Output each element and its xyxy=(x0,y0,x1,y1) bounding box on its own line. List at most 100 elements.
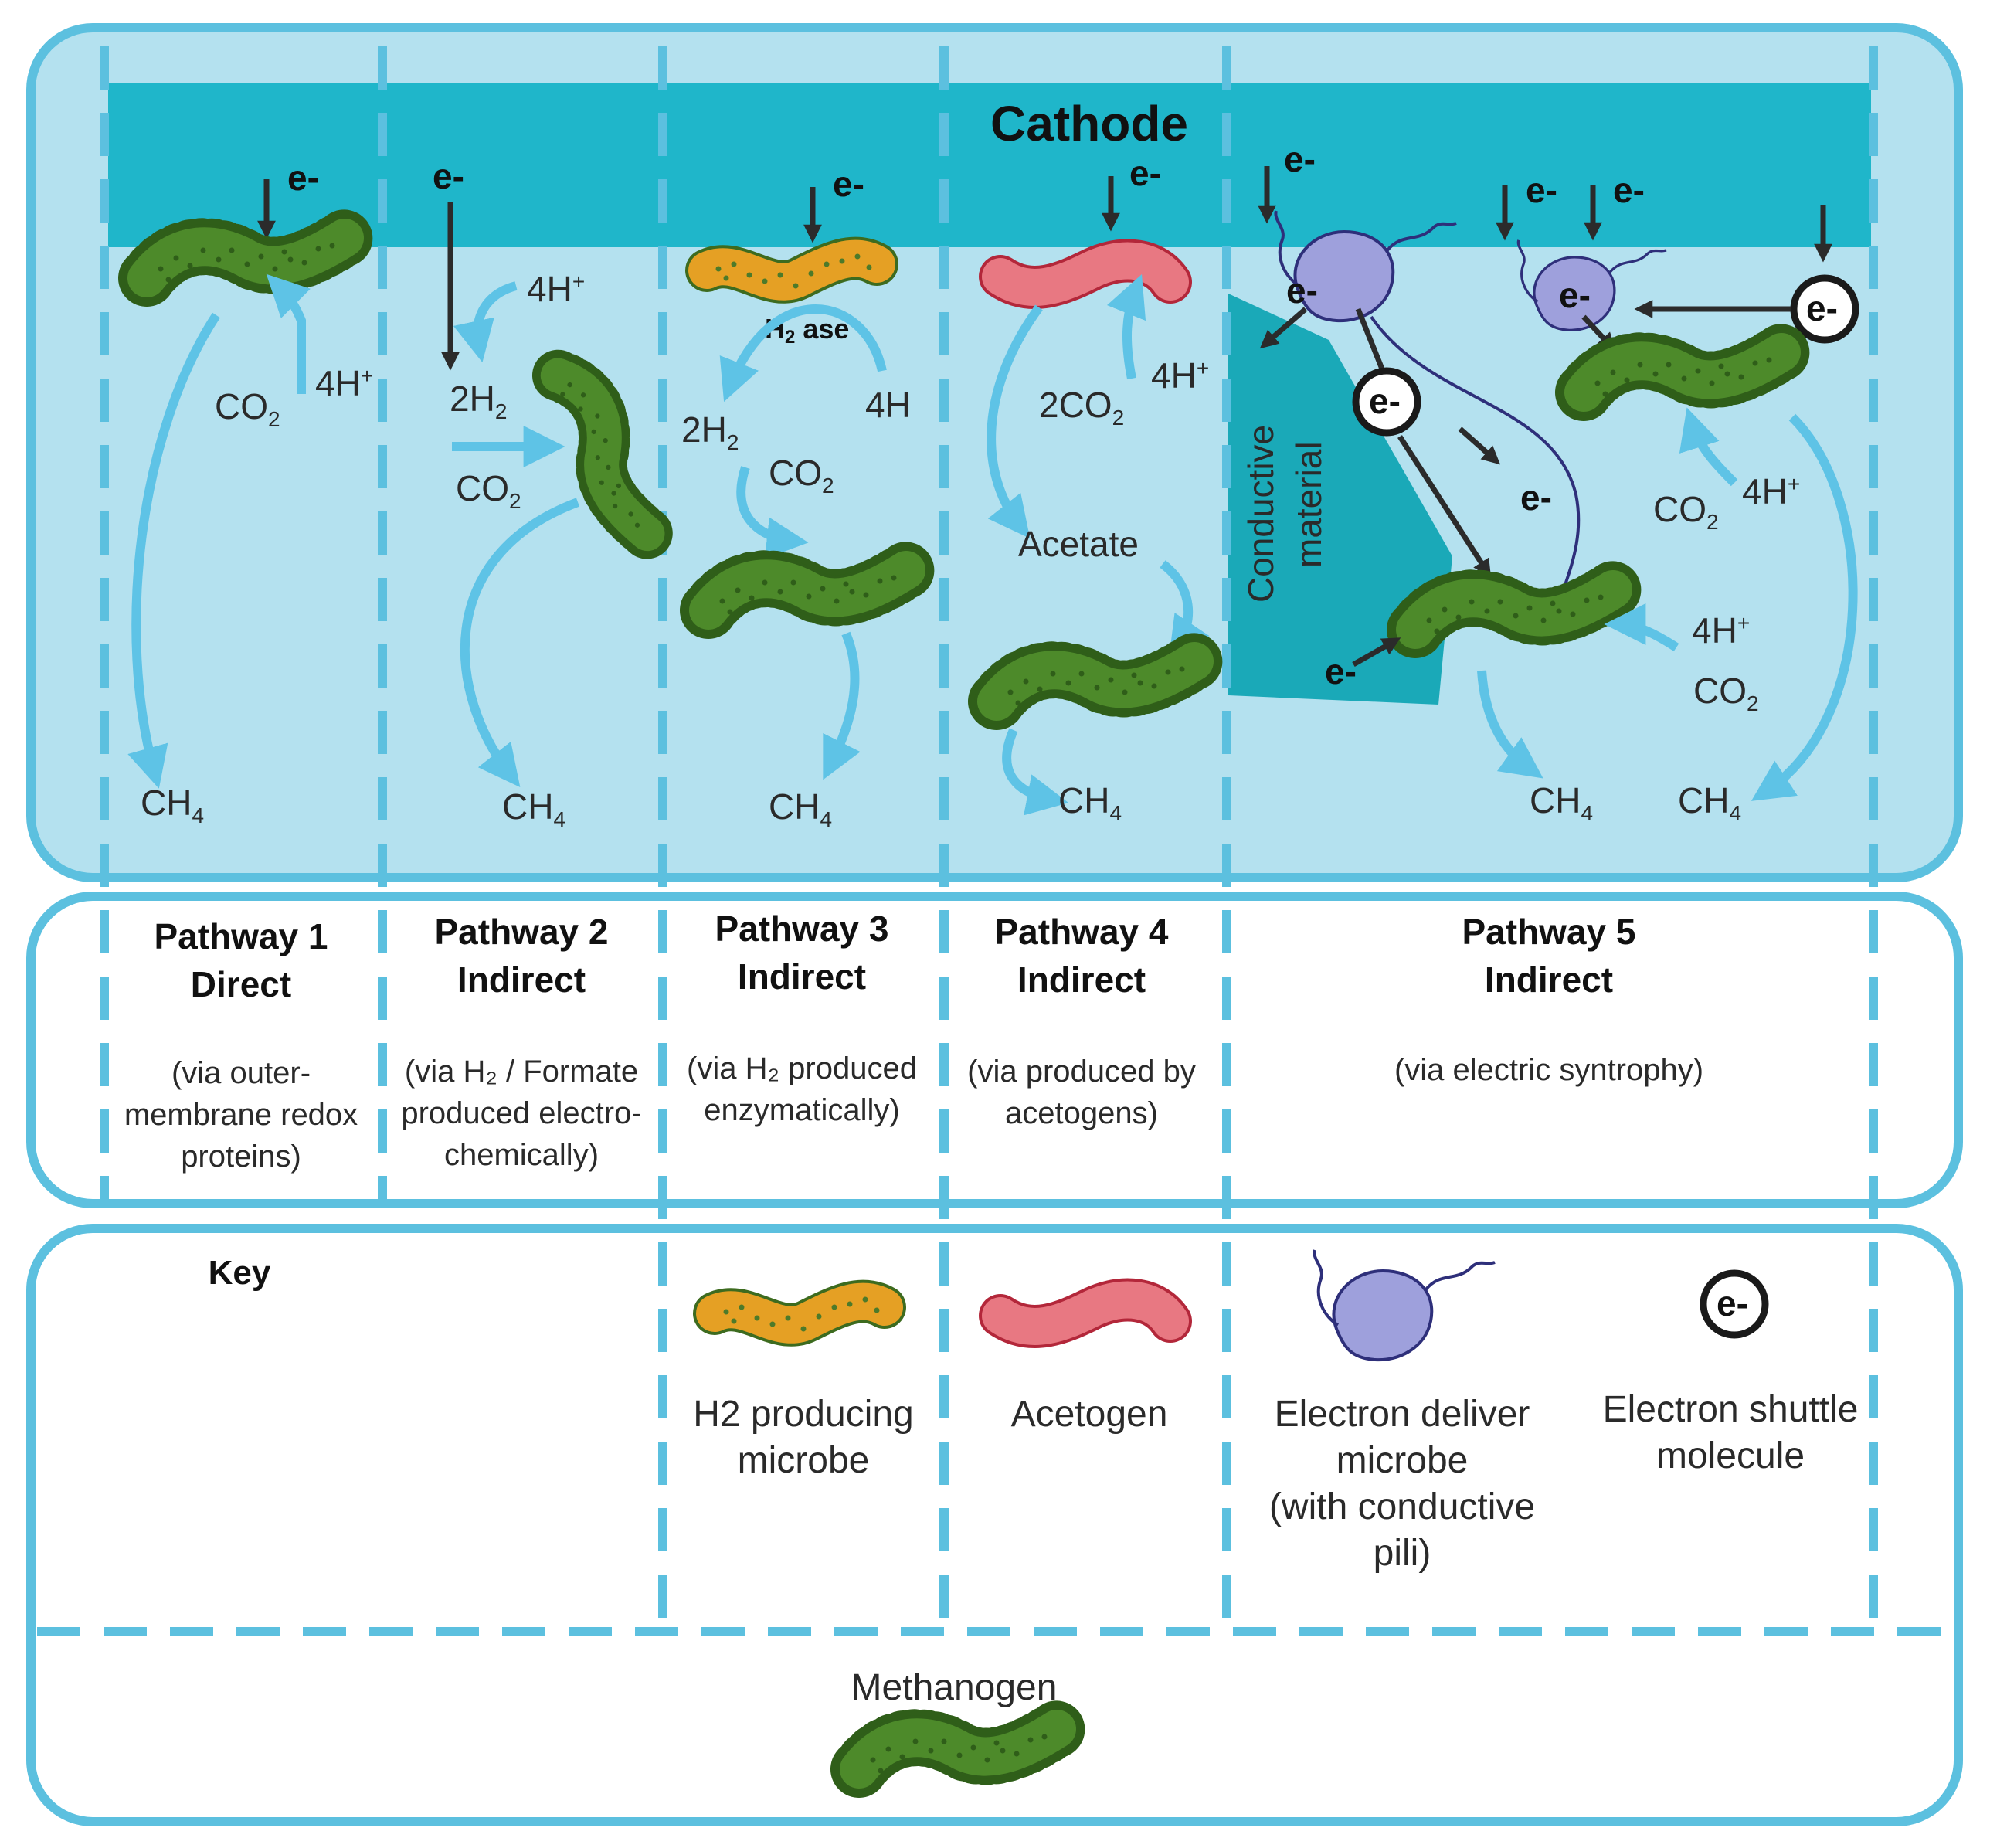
pathway-type: Indirect xyxy=(1485,960,1613,1000)
electron-arrow xyxy=(1259,307,1308,349)
reactant-co2: CO2 xyxy=(1693,671,1759,715)
flow-arrow xyxy=(719,304,887,403)
electron-label: e- xyxy=(1613,170,1645,210)
pathway-desc: (via electric syntrophy) xyxy=(1394,1053,1703,1087)
electron-label: e- xyxy=(1325,651,1357,691)
cathode-label: Cathode xyxy=(990,96,1188,151)
key-item-shuttle: e- Electron shuttle molecule xyxy=(1603,1273,1858,1476)
key-label: Acetogen xyxy=(1011,1394,1168,1435)
pathway-title: Pathway 1 xyxy=(155,916,328,956)
electron-label: e- xyxy=(1520,477,1552,518)
product-ch4: CH4 xyxy=(1678,780,1741,825)
pathway-1-label: Pathway 1 Direct (via outer- membrane re… xyxy=(124,916,358,1174)
key-label: microbe xyxy=(738,1440,870,1481)
electron-label: e- xyxy=(287,158,319,198)
methanogen-icon xyxy=(1584,352,1781,397)
reactant-h2: 2H2 xyxy=(450,379,507,423)
flow-arrow xyxy=(736,466,809,559)
pathway-desc: acetogens) xyxy=(1005,1096,1158,1130)
reactant-4h: 4H+ xyxy=(315,363,373,403)
electron-label: e- xyxy=(1284,139,1316,179)
pathway-type: Indirect xyxy=(1017,960,1146,1000)
pathway-title: Pathway 4 xyxy=(995,912,1169,952)
key-label: Methanogen xyxy=(851,1667,1058,1708)
pathway-desc: enzymatically) xyxy=(704,1093,899,1127)
electron-label: e- xyxy=(1369,381,1401,421)
reactant-4h: 4H xyxy=(865,385,911,425)
flow-arrow xyxy=(460,498,580,788)
conductive-label: Conductive xyxy=(1241,425,1281,603)
product-ch4: CH4 xyxy=(769,786,832,831)
pathway-title: Pathway 2 xyxy=(435,912,609,952)
pathway-3-scene: e- H2 ase 4H 2H2 CO2 CH4 xyxy=(681,164,911,831)
pathway-desc: chemically) xyxy=(444,1138,599,1172)
electron-label: e- xyxy=(833,164,864,204)
key-label: H2 producing xyxy=(693,1394,914,1435)
pathway-desc: (via H₂ / Formate xyxy=(405,1055,638,1089)
electron-arrow xyxy=(1355,307,1386,372)
pili xyxy=(1370,315,1581,588)
product-ch4: CH4 xyxy=(502,786,565,831)
acetate-label: Acetate xyxy=(1018,524,1139,564)
product-ch4: CH4 xyxy=(141,783,204,827)
reactant-co2: CO2 xyxy=(215,386,280,431)
electron-label: e- xyxy=(433,156,464,196)
pathway-1-scene: e- CO2 4H+ CH4 xyxy=(136,158,373,827)
key-title: Key xyxy=(209,1254,271,1292)
electron-label: e- xyxy=(1286,270,1318,311)
pathway-desc: (via outer- xyxy=(171,1056,311,1090)
pathway-type: Indirect xyxy=(457,960,586,1000)
pathway-title: Pathway 5 xyxy=(1462,912,1636,952)
methanogen-icon xyxy=(147,238,345,283)
pathway-5-label: Pathway 5 Indirect (via electric syntrop… xyxy=(1394,912,1703,1087)
acetogen-icon xyxy=(1000,261,1170,287)
methanogen-icon xyxy=(859,1729,1057,1774)
electron-label: e- xyxy=(1526,170,1557,210)
reactant-co2: CO2 xyxy=(769,453,834,498)
flow-arrow xyxy=(266,273,311,394)
reactant-4h: 4H+ xyxy=(1151,355,1209,396)
pathway-3-label: Pathway 3 Indirect (via H₂ produced enzy… xyxy=(687,909,917,1127)
pathway-desc: produced electro- xyxy=(401,1096,641,1130)
methanogen-icon xyxy=(1415,589,1613,634)
key-item-h2-producer: H2 producing microbe xyxy=(693,1297,914,1481)
reactant-h2: 2H2 xyxy=(681,409,739,454)
column-dividers xyxy=(37,46,1953,1636)
conductive-material xyxy=(1228,294,1452,705)
product-ch4: CH4 xyxy=(1058,780,1122,825)
cathode-bar xyxy=(108,83,1871,247)
pathway-desc: (via produced by xyxy=(967,1055,1196,1089)
key-item-methanogen: Methanogen xyxy=(851,1667,1058,1774)
flow-arrow xyxy=(1106,273,1146,380)
pathway-type: Indirect xyxy=(738,956,866,997)
electron-arrow xyxy=(1458,426,1501,465)
reactant-2co2: 2CO2 xyxy=(1039,385,1124,430)
electron-arrow xyxy=(1397,435,1492,578)
pathway-4-label: Pathway 4 Indirect (via produced by acet… xyxy=(967,912,1196,1130)
reactant-4h: 4H+ xyxy=(1692,610,1750,651)
flow-arrow xyxy=(987,304,1043,538)
reactant-4h: 4H+ xyxy=(1742,471,1800,511)
flow-arrow xyxy=(1002,728,1069,816)
conductive-label: material xyxy=(1289,441,1329,568)
flow-arrow xyxy=(127,312,221,789)
electron-label: e- xyxy=(1717,1283,1748,1323)
flow-arrow xyxy=(1679,407,1738,487)
flow-arrow xyxy=(1751,413,1858,801)
key-label: (with conductive xyxy=(1269,1486,1535,1527)
electron-label: e- xyxy=(1806,288,1838,328)
pathway-desc: membrane redox xyxy=(124,1098,358,1132)
reactant-co2: CO2 xyxy=(1653,489,1719,534)
electron-label: e- xyxy=(1559,275,1591,315)
product-ch4: CH4 xyxy=(1530,780,1593,825)
pathway-type: Direct xyxy=(191,964,291,1004)
key-label: microbe xyxy=(1336,1440,1469,1481)
flow-arrow xyxy=(453,281,518,363)
pathway-2-scene: e- 4H+ 2H2 CO2 CH4 xyxy=(433,156,647,831)
pathway-5-scene: Conductive material e- e- e- e- e- CH4 4… xyxy=(1241,139,1856,825)
acetogen-icon xyxy=(1000,1300,1170,1327)
pathway-title: Pathway 3 xyxy=(715,909,889,949)
key-label: Electron deliver xyxy=(1275,1394,1530,1435)
pathway-4-scene: e- 2CO2 4H+ Acetate CH4 xyxy=(991,153,1209,825)
